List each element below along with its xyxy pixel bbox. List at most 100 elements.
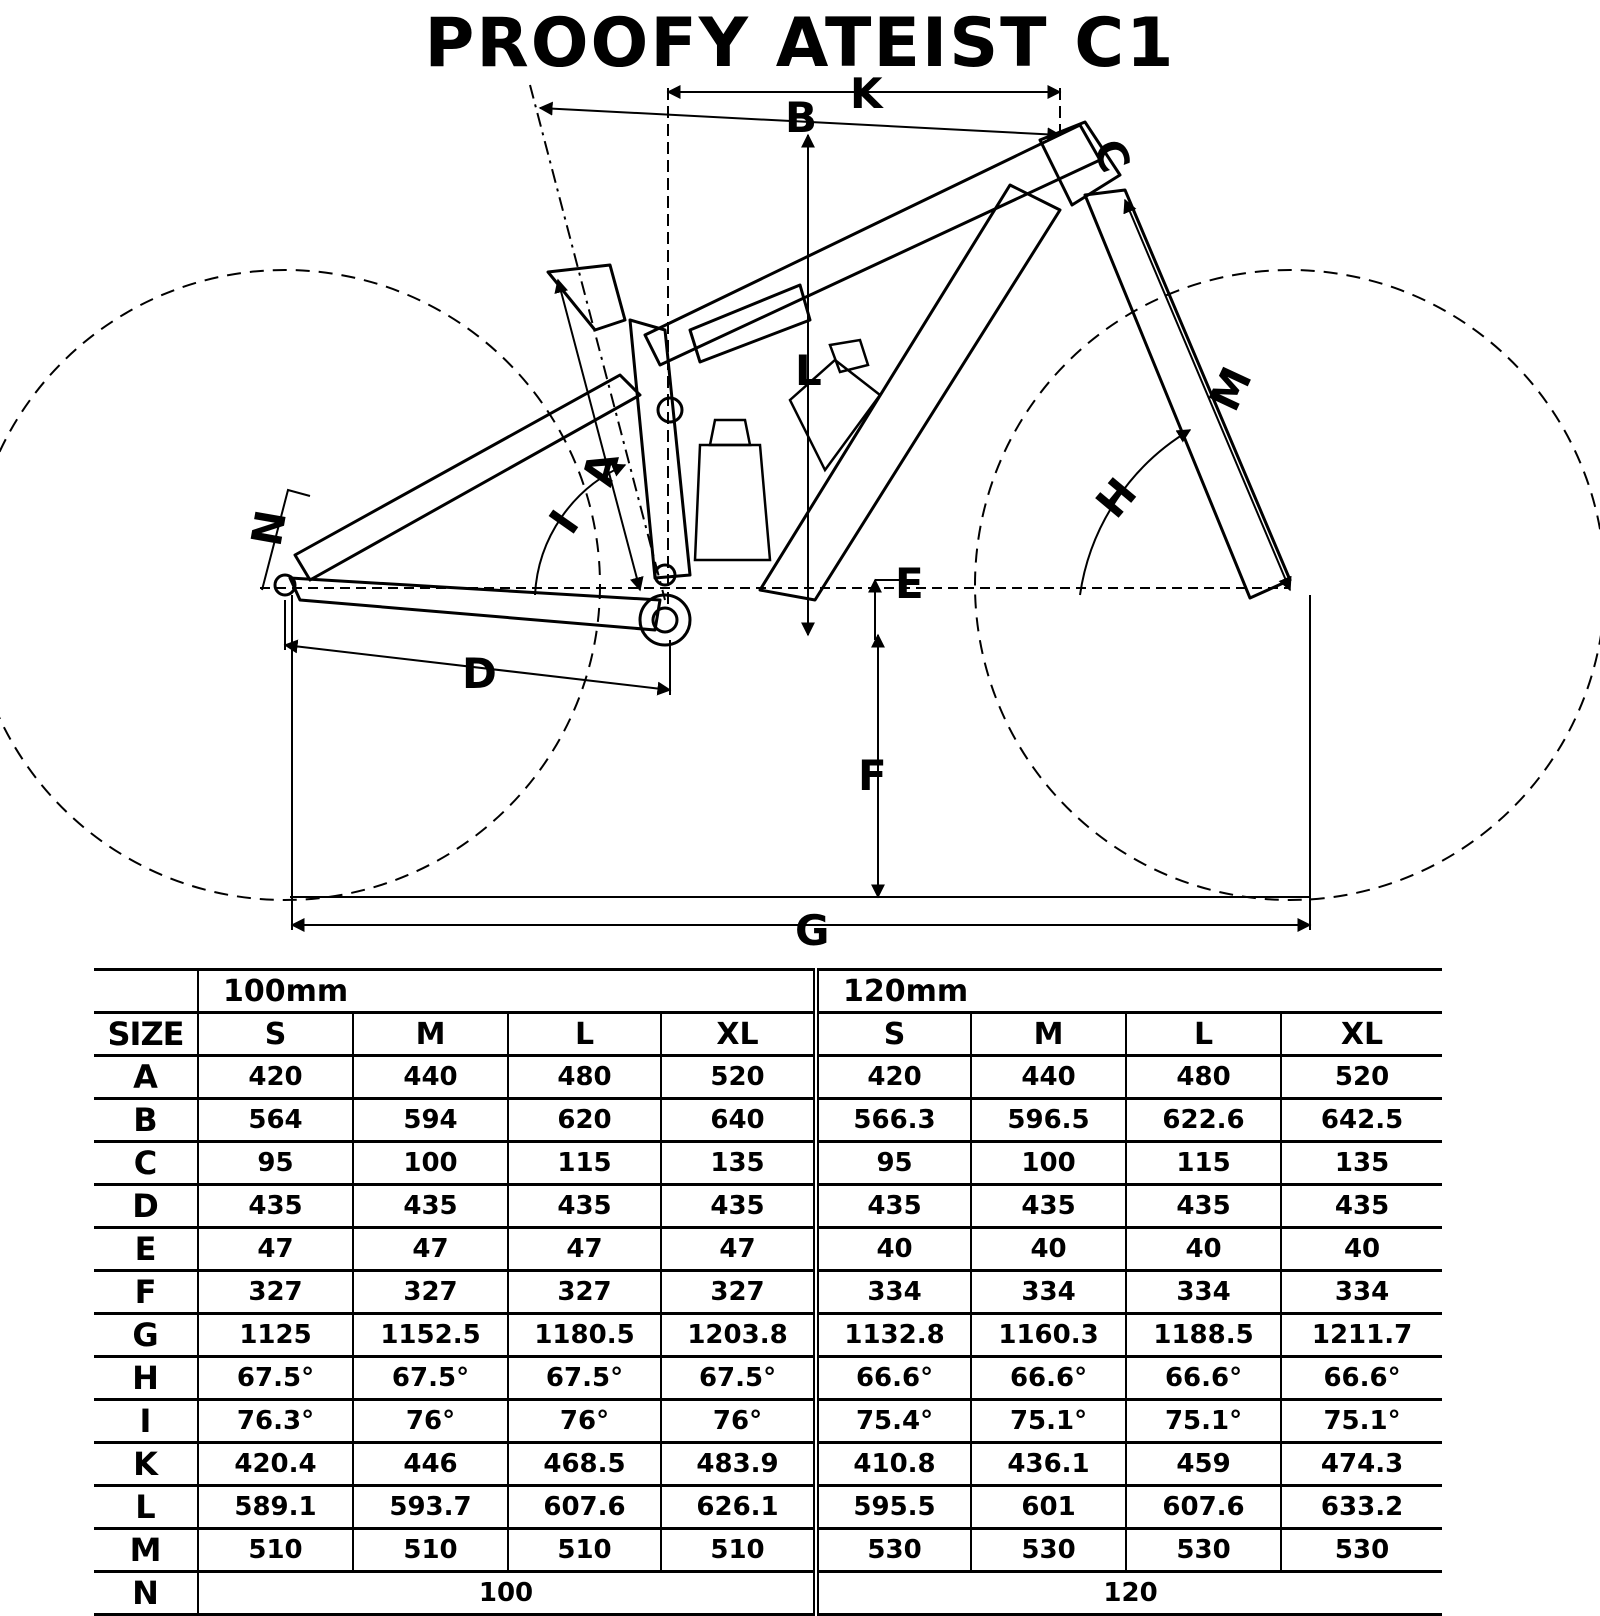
row-label: I	[94, 1399, 198, 1444]
table-cell: 95	[813, 1141, 972, 1186]
table-cell: 446	[352, 1442, 508, 1487]
table-cell: 76°	[352, 1399, 508, 1444]
size-label: SIZE	[94, 1012, 198, 1057]
label-e: E	[895, 559, 924, 608]
table-cell: 1152.5	[352, 1313, 508, 1358]
table-cell: 327	[352, 1270, 508, 1315]
table-cell: 435	[970, 1184, 1127, 1229]
table-cell: 530	[970, 1528, 1127, 1573]
table-cell: 420	[813, 1055, 972, 1100]
table-cell: 530	[1125, 1528, 1282, 1573]
table-cell: 480	[507, 1055, 661, 1100]
table-cell: 334	[813, 1270, 972, 1315]
table-cell: 640	[659, 1098, 817, 1143]
row-label: H	[94, 1356, 198, 1401]
table-cell: 47	[659, 1227, 817, 1272]
table-cell: 66.6°	[970, 1356, 1127, 1401]
table-cell: 100	[196, 1571, 817, 1616]
table-cell: 76°	[507, 1399, 661, 1444]
travel-group-100: 100mm	[196, 968, 817, 1014]
table-cell: 520	[659, 1055, 817, 1100]
table-cell: 595.5	[813, 1485, 972, 1530]
row-label: L	[94, 1485, 198, 1530]
label-c: C	[1083, 133, 1140, 179]
table-cell: 47	[507, 1227, 661, 1272]
table-cell: 327	[507, 1270, 661, 1315]
table-cell: 440	[970, 1055, 1127, 1100]
table-cell: 334	[1280, 1270, 1443, 1315]
table-cell: 420	[197, 1055, 353, 1100]
table-cell: 510	[352, 1528, 508, 1573]
table-cell: 135	[659, 1141, 817, 1186]
table-cell: 620	[507, 1098, 661, 1143]
table-cell: 642.5	[1280, 1098, 1443, 1143]
table-cell: 435	[813, 1184, 972, 1229]
size-header: XL	[659, 1012, 817, 1057]
label-f: F	[858, 751, 887, 800]
travel-group-120: 120mm	[813, 968, 1443, 1014]
table-cell: 1125	[197, 1313, 353, 1358]
table-cell: 420.4	[197, 1442, 353, 1487]
row-label: D	[94, 1184, 198, 1229]
table-cell: 115	[507, 1141, 661, 1186]
table-cell: 520	[1280, 1055, 1443, 1100]
size-header: XL	[1280, 1012, 1443, 1057]
water-bottles	[693, 338, 882, 562]
table-cell: 596.5	[970, 1098, 1127, 1143]
table-cell: 435	[1125, 1184, 1282, 1229]
table-cell: 1132.8	[813, 1313, 972, 1358]
table-cell: 607.6	[1125, 1485, 1282, 1530]
table-cell: 435	[352, 1184, 508, 1229]
table-cell: 436.1	[970, 1442, 1127, 1487]
label-l: L	[795, 346, 822, 395]
table-cell: 66.6°	[1125, 1356, 1282, 1401]
table-cell: 327	[659, 1270, 817, 1315]
label-a: A	[573, 446, 629, 491]
size-header: M	[970, 1012, 1127, 1057]
size-header: L	[1125, 1012, 1282, 1057]
table-cell: 435	[659, 1184, 817, 1229]
table-cell: 66.6°	[1280, 1356, 1443, 1401]
table-corner	[94, 968, 198, 1014]
row-label: M	[94, 1528, 198, 1573]
label-n: N	[242, 507, 296, 550]
table-cell: 40	[1280, 1227, 1443, 1272]
table-cell: 601	[970, 1485, 1127, 1530]
table-cell: 40	[1125, 1227, 1282, 1272]
table-cell: 440	[352, 1055, 508, 1100]
table-cell: 530	[813, 1528, 972, 1573]
label-i: I	[540, 502, 589, 543]
table-cell: 1160.3	[970, 1313, 1127, 1358]
table-cell: 76°	[659, 1399, 817, 1444]
table-cell: 594	[352, 1098, 508, 1143]
table-cell: 120	[813, 1571, 1443, 1616]
row-label: N	[94, 1571, 198, 1616]
table-cell: 1203.8	[659, 1313, 817, 1358]
table-cell: 566.3	[813, 1098, 972, 1143]
label-k: K	[850, 69, 884, 118]
size-header: S	[197, 1012, 353, 1057]
table-row-n: N 100 120	[94, 1571, 1443, 1616]
table-cell: 67.5°	[197, 1356, 353, 1401]
table-cell: 66.6°	[813, 1356, 972, 1401]
table-cell: 607.6	[507, 1485, 661, 1530]
table-cell: 1211.7	[1280, 1313, 1443, 1358]
table-cell: 47	[197, 1227, 353, 1272]
table-cell: 593.7	[352, 1485, 508, 1530]
table-cell: 100	[970, 1141, 1127, 1186]
table-cell: 530	[1280, 1528, 1443, 1573]
table-cell: 75.1°	[1280, 1399, 1443, 1444]
table-cell: 435	[1280, 1184, 1443, 1229]
row-label: G	[94, 1313, 198, 1358]
page-title: PROOFY ATEIST C1	[424, 4, 1176, 83]
table-cell: 76.3°	[197, 1399, 353, 1444]
size-header: L	[507, 1012, 661, 1057]
row-label: A	[94, 1055, 198, 1100]
table-cell: 510	[197, 1528, 353, 1573]
